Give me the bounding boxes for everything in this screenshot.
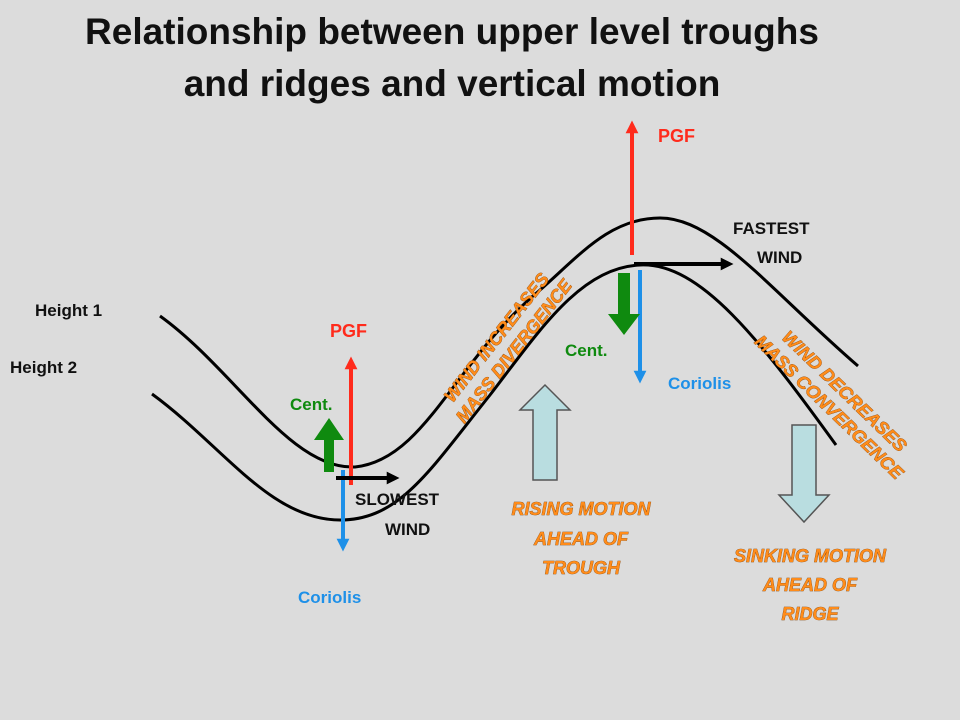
fastest-wind-label-1: FASTEST xyxy=(733,219,810,238)
pgf-label-trough: PGF xyxy=(330,321,367,341)
sinking-motion-line-3: RIDGE xyxy=(781,604,839,624)
pgf-label-ridge: PGF xyxy=(658,126,695,146)
wind-decreases-annotation: WIND DECREASES MASS CONVERGENCE xyxy=(751,327,911,485)
centrifugal-arrow-ridge xyxy=(608,273,640,335)
coriolis-label-ridge: Coriolis xyxy=(668,374,731,393)
title-line-1: Relationship between upper level troughs xyxy=(85,11,819,52)
sinking-motion-line-2: AHEAD OF xyxy=(762,575,858,595)
slowest-wind-label-2: WIND xyxy=(385,520,430,539)
cent-label-trough: Cent. xyxy=(290,395,333,414)
rising-motion-line-3: TROUGH xyxy=(542,558,621,578)
rising-motion-line-1: RISING MOTION xyxy=(512,499,652,519)
title-line-2: and ridges and vertical motion xyxy=(183,63,721,104)
rising-motion-line-2: AHEAD OF xyxy=(533,529,629,549)
height-2-label: Height 2 xyxy=(10,358,77,377)
sinking-motion-line-1: SINKING MOTION xyxy=(734,546,887,566)
sinking-motion-arrow xyxy=(777,424,831,524)
slowest-wind-label-1: SLOWEST xyxy=(355,490,440,509)
height-1-label: Height 1 xyxy=(35,301,102,320)
centrifugal-arrow-trough xyxy=(314,418,344,472)
cent-label-ridge: Cent. xyxy=(565,341,608,360)
fastest-wind-label-2: WIND xyxy=(757,248,802,267)
height-2-contour xyxy=(151,263,838,522)
rising-motion-arrow xyxy=(518,383,572,481)
height-1-contour xyxy=(159,216,859,469)
mass-convergence-line: MASS CONVERGENCE xyxy=(751,331,908,484)
coriolis-label-trough: Coriolis xyxy=(298,588,361,607)
